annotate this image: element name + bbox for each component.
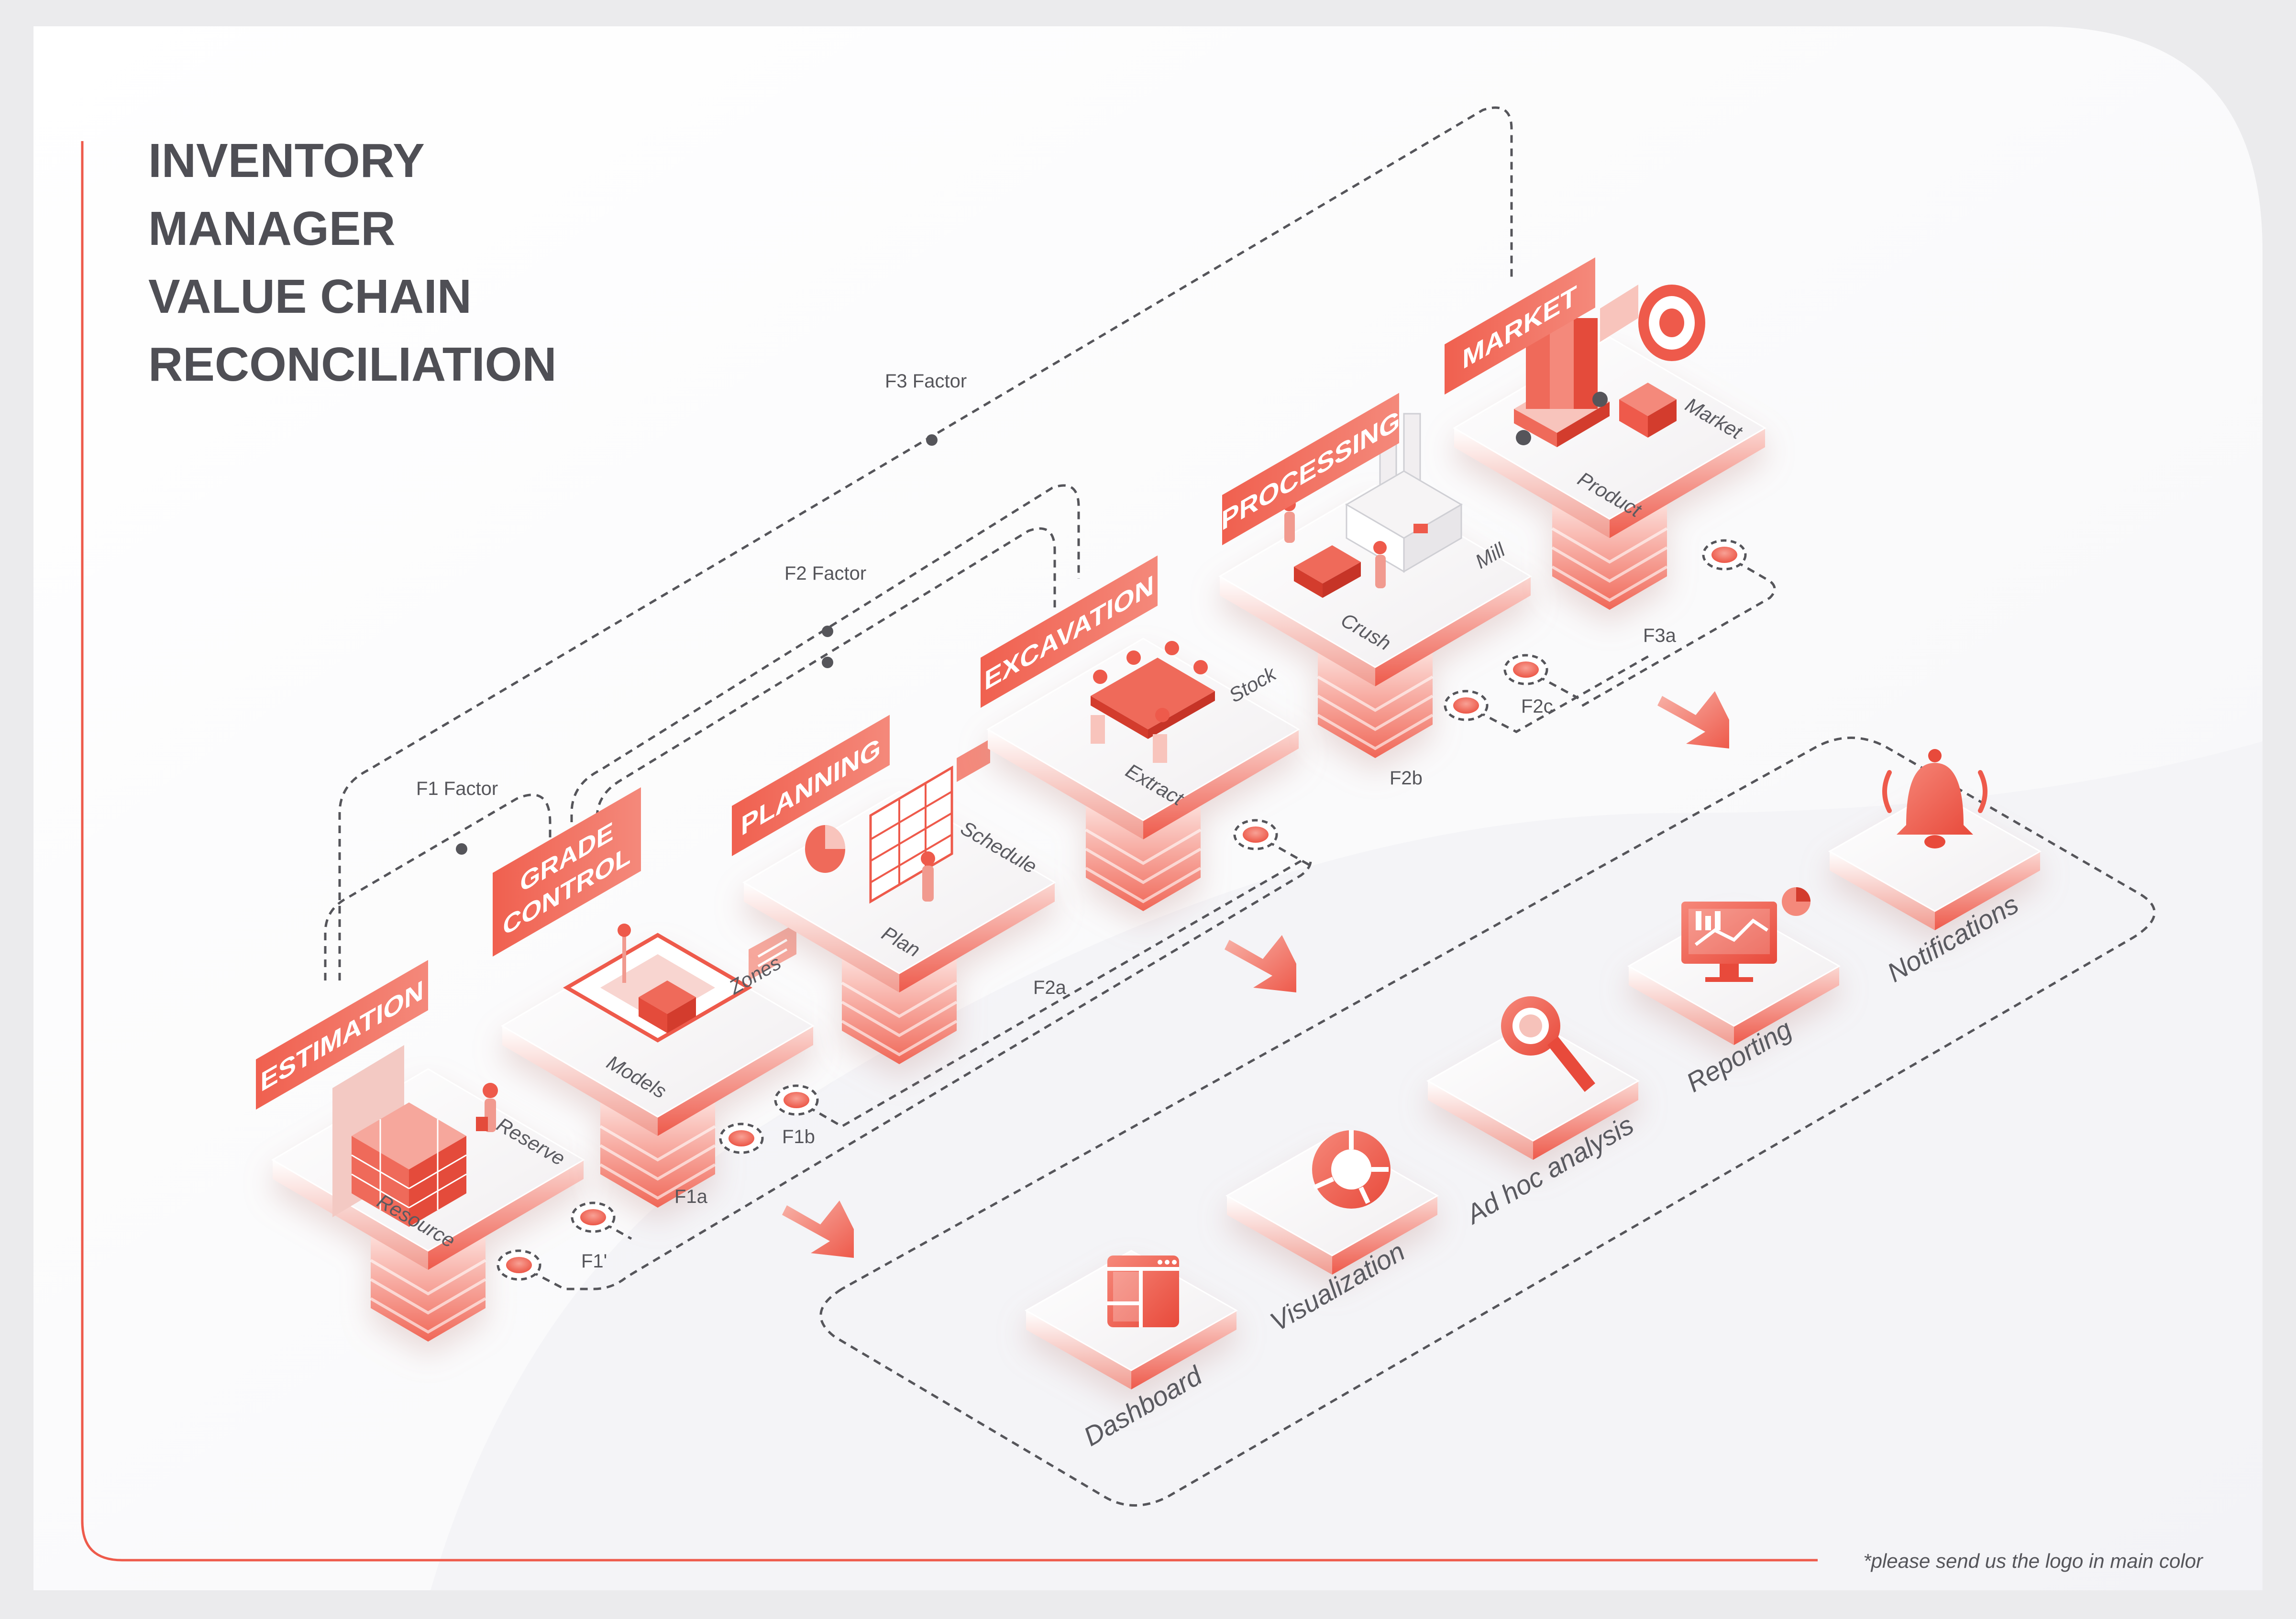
f3-factor-label: F3 Factor [885,371,967,392]
f2-factor-line-b [596,527,1056,818]
title-line-4: RECONCILIATION [148,338,557,391]
magnifier-icon [1501,996,1595,1092]
gift-boxes-icon [1619,383,1677,438]
connector-label-f3a: F3a [1643,625,1677,646]
f1-factor-line [324,793,552,980]
title-line-2: MANAGER [148,202,396,255]
connector-f2c-line [1525,668,1579,700]
page-title: INVENTORY MANAGER VALUE CHAIN RECONCILIA… [148,134,557,391]
meeting-table-icon [1091,641,1215,763]
connector-node-f1prime[interactable] [498,1251,540,1279]
factory-icon [1282,413,1463,598]
title-line-1: INVENTORY [148,134,425,187]
connector-node-f3a[interactable] [1703,540,1745,569]
server-blocks-icon [332,1045,467,1227]
f2-factor-label: F2 Factor [784,563,866,584]
connector-label-f2b: F2b [1390,768,1423,789]
connector-f2-line [1255,833,1312,867]
frame-line-corner [81,1520,1818,1562]
worker-figure-icon [476,1083,498,1132]
connector-label-f2a: F2a [1033,977,1067,998]
connector-label-f1a: F1a [674,1186,708,1207]
bell-icon [1882,749,1987,848]
connector-node-f1b-b[interactable] [775,1086,817,1114]
connector-node-f1b-a[interactable] [720,1124,762,1153]
outputs-group-border [819,737,2156,1507]
planner-figure-icon [921,851,935,902]
f1-factor-label: F1 Factor [416,778,498,799]
pie-chart-icon [805,825,845,873]
chat-bubble-icon [749,923,796,980]
footnote: *please send us the logo in main color [1863,1550,2204,1572]
connector-node-f2a[interactable] [1235,820,1277,849]
f3-factor-line [338,106,1513,980]
connector-label-f2c: F2c [1521,696,1553,717]
target-icon [1600,285,1705,361]
f2-factor-dot-b [822,657,833,668]
donut-chart-icon [1312,1130,1391,1209]
cart-boxes-icon [1514,299,1610,447]
calendar-schedule-icon [869,739,990,904]
monitor-report-icon [1681,887,1810,982]
title-line-3: VALUE CHAIN [148,270,472,323]
connector-node-f2c[interactable] [1505,655,1547,684]
connector-f1prime-line [518,860,1312,1290]
f2-factor-dot-a [822,626,833,637]
connector-f3a-line [1578,553,1776,709]
connector-label-f1prime: F1' [581,1251,607,1272]
f1-factor-dot [456,843,467,855]
connector-node-f1a[interactable] [572,1203,614,1232]
connector-node-f2b[interactable] [1445,691,1487,720]
factor-lines [324,106,1513,980]
zone-map-icon [563,924,752,1043]
f3-factor-dot [926,434,938,446]
dashboard-icon [1107,1256,1179,1327]
connector-label-f1b: F1b [782,1126,815,1147]
